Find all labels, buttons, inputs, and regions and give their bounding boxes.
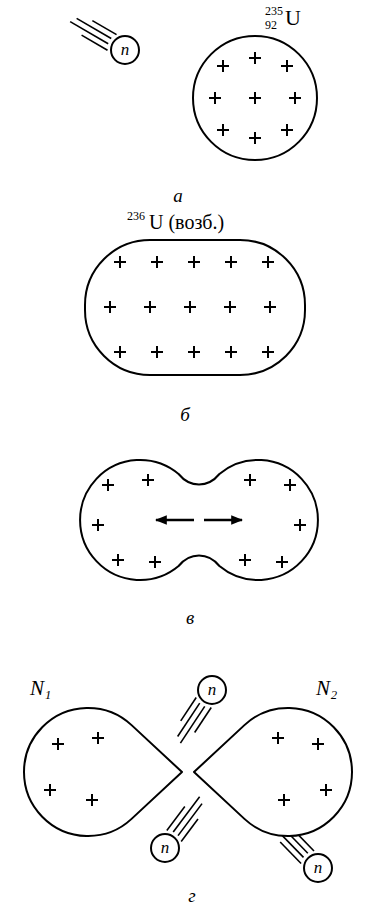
- deformed-nucleus: [80, 460, 318, 580]
- fission-fragment: N₂: [194, 708, 352, 836]
- particle-symbol: n: [121, 41, 130, 58]
- nucleus-label: N₂: [316, 678, 337, 699]
- nucleus-label: 236: [127, 210, 145, 222]
- motion-streak: [181, 698, 196, 721]
- motion-streak: [92, 21, 116, 35]
- nucleus-outline: [24, 708, 182, 836]
- motion-streak: [82, 35, 108, 50]
- fission-fragment: N₁: [24, 708, 182, 836]
- panel-letter: г: [188, 886, 195, 905]
- split-arrow-left: [156, 519, 194, 522]
- nucleus-label: 92: [265, 19, 277, 31]
- nucleus-label: N₁: [30, 678, 51, 699]
- particle-symbol: n: [208, 681, 217, 698]
- nucleus-outline: [194, 708, 352, 836]
- nucleus-outline: [193, 36, 317, 160]
- nucleus-label: U (возб.): [149, 212, 224, 232]
- excited-uranium-236-nucleus: 236U (возб.): [85, 240, 305, 375]
- particle-symbol: n: [314, 859, 323, 876]
- neutron: n: [150, 833, 180, 863]
- particle-symbol: n: [161, 839, 170, 856]
- neutron: n: [197, 675, 227, 705]
- motion-streak: [181, 819, 198, 841]
- uranium-235-nucleus: 23592U: [193, 36, 317, 160]
- motion-streak: [173, 797, 199, 832]
- neutron: n: [303, 853, 333, 883]
- motion-streak: [180, 706, 204, 743]
- panel-letter: в: [186, 608, 194, 627]
- nucleus-outline: [85, 240, 305, 375]
- charge-symbols: [92, 474, 306, 568]
- motion-streak: [167, 807, 185, 831]
- neutron: n: [110, 35, 140, 65]
- nucleus-label: U: [285, 7, 301, 29]
- split-arrow-right: [204, 519, 242, 522]
- panel-letter: б: [180, 405, 190, 424]
- panel-letter: а: [173, 186, 183, 205]
- motion-streak: [195, 707, 212, 732]
- nucleus-label: 235: [265, 5, 283, 17]
